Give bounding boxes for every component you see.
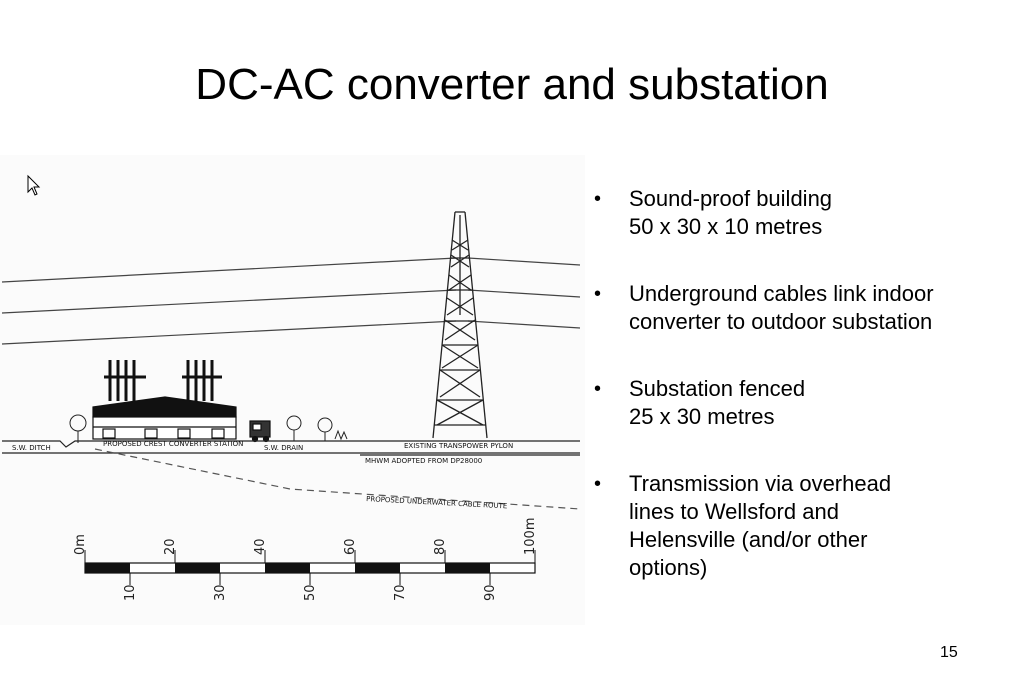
bullet-dot: • <box>594 283 602 305</box>
cable-route-dashed-line <box>94 448 581 510</box>
scale-label-50: 50 <box>303 584 318 601</box>
scale-label-20: 20 <box>163 538 178 555</box>
scale-label-80: 80 <box>433 538 448 555</box>
label-mhwm: MHWM ADOPTED FROM DP28000 <box>365 457 482 465</box>
bullet-item: • Transmission via overhead lines to Wel… <box>594 470 1014 582</box>
cursor-icon <box>27 174 41 196</box>
bullet-line: lines to Wellsford and <box>629 499 839 524</box>
label-sw-drain: S.W. DRAIN <box>264 444 303 452</box>
bullet-line: Underground cables link indoor <box>629 281 934 306</box>
label-converter-station: PROPOSED CREST CONVERTER STATION <box>103 440 243 448</box>
bullet-dot: • <box>594 188 602 210</box>
bullet-line: Transmission via overhead <box>629 471 892 496</box>
scale-bar <box>84 550 536 585</box>
drawing-background <box>0 155 585 625</box>
ground-line <box>2 440 580 456</box>
scale-label-40: 40 <box>253 538 268 555</box>
overhead-power-lines <box>1 257 581 345</box>
bullet-line: options) <box>629 555 708 580</box>
scale-label-70: 70 <box>393 584 408 601</box>
scale-label-100m: 100m <box>523 518 538 555</box>
scale-label-10: 10 <box>123 584 138 601</box>
bullet-dot: • <box>594 378 602 400</box>
bullet-line: Substation fenced <box>629 376 806 401</box>
slide-title: DC-AC converter and substation <box>195 60 829 109</box>
substation-elevation-drawing: S.W. DITCH PROPOSED CREST CONVERTER STAT… <box>0 155 585 625</box>
trees <box>69 414 348 443</box>
scale-label-30: 30 <box>213 584 228 601</box>
page-number: 15 <box>940 644 958 661</box>
bullet-item: • Substation fenced 25 x 30 metres <box>594 375 1014 431</box>
converter-building <box>92 360 237 440</box>
scale-label-0m: 0m <box>73 534 88 555</box>
label-sw-ditch: S.W. DITCH <box>12 444 51 452</box>
bullet-dot: • <box>594 473 602 495</box>
scale-label-90: 90 <box>483 584 498 601</box>
bullet-item: • Underground cables link indoor convert… <box>594 280 1014 336</box>
bullet-item: • Sound-proof building 50 x 30 x 10 metr… <box>594 185 1014 241</box>
bullet-line: converter to outdoor substation <box>629 309 933 334</box>
bullet-line: 50 x 30 x 10 metres <box>629 214 823 239</box>
scale-label-60: 60 <box>343 538 358 555</box>
label-pylon: EXISTING TRANSPOWER PYLON <box>404 442 513 450</box>
bullet-list: • Sound-proof building 50 x 30 x 10 metr… <box>594 185 1014 621</box>
truck-icon <box>249 420 271 443</box>
bullet-line: Helensville (and/or other <box>629 527 868 552</box>
transmission-pylon <box>432 211 488 439</box>
bullet-line: Sound-proof building <box>629 186 833 211</box>
bullet-line: 25 x 30 metres <box>629 404 775 429</box>
